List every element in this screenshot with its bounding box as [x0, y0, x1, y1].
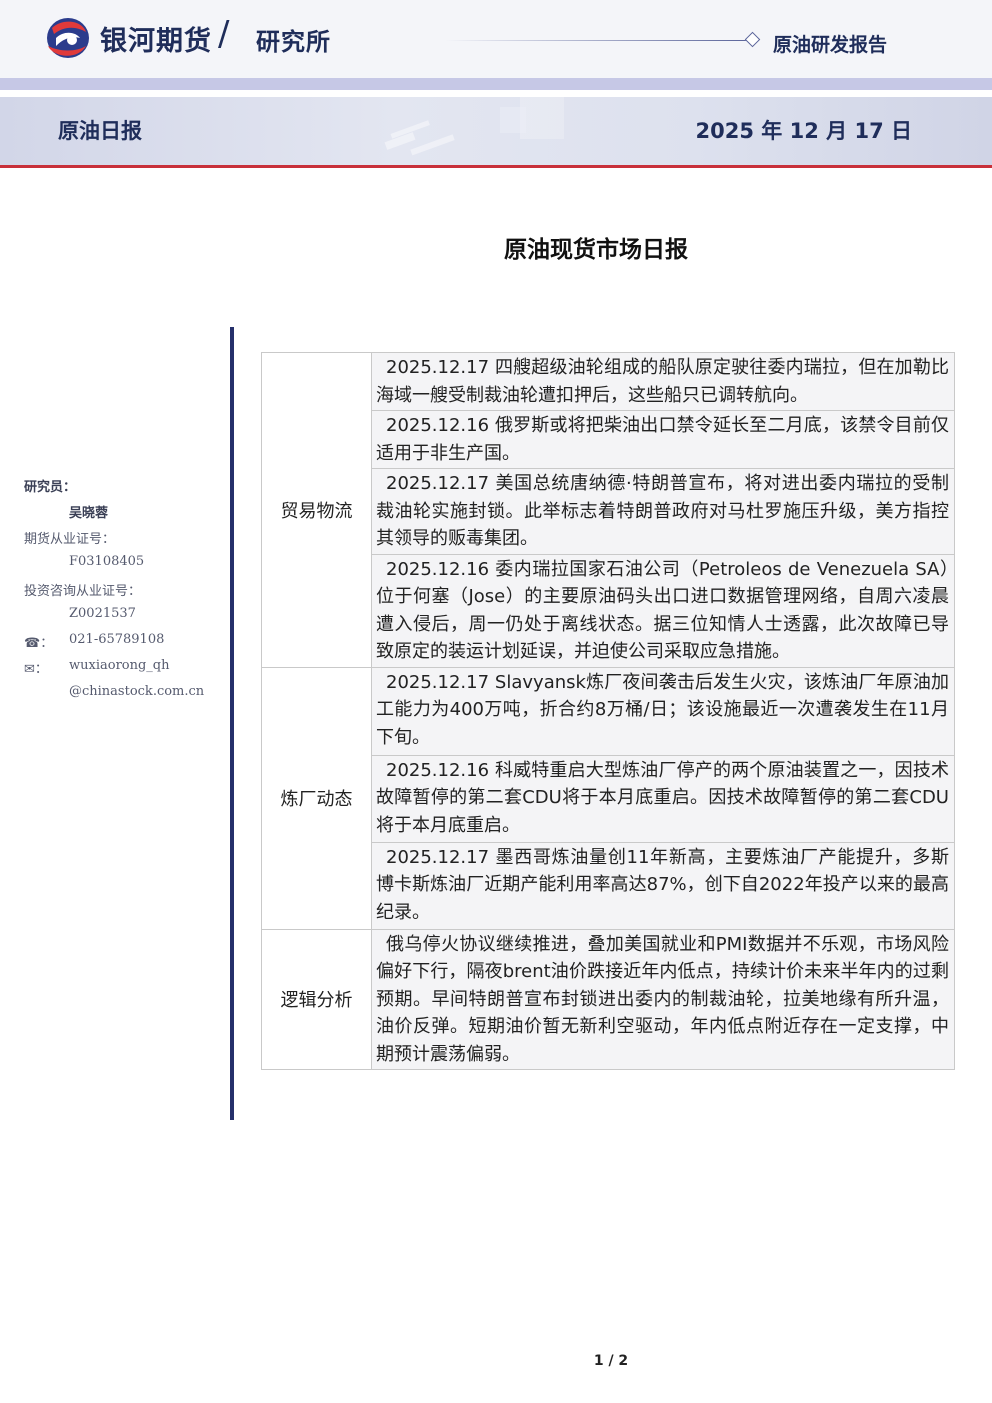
email-domain[interactable]: @chinastock.com.cn	[69, 684, 205, 699]
institute-name: 研究所	[256, 28, 331, 56]
title-band: 原油日报 2025 年 12 月 17 日	[0, 97, 992, 165]
decorative-chart-icon	[384, 97, 564, 156]
researcher-label: 研究员：	[24, 480, 77, 495]
news-item: 2025.12.17 墨西哥炼油量创11年新高，主要炼油厂产能提升，多斯博卡斯炼…	[371, 841, 955, 930]
diamond-icon	[744, 31, 761, 48]
header-rule	[445, 40, 750, 41]
news-item: 2025.12.17 美国总统唐纳德·特朗普宣布，将对进出委内瑞拉的受制裁油轮实…	[371, 468, 955, 555]
table-row: 2025.12.16 俄罗斯或将把柴油出口禁令延长至二月底，该禁令目前仅适用于非…	[262, 410, 955, 469]
news-item: 2025.12.16 科威特重启大型炼油厂停产的两个原油装置之一，因技术故障暂停…	[371, 754, 955, 843]
futures-cert-number: F03108405	[69, 554, 145, 569]
report-date: 2025 年 12 月 17 日	[695, 119, 912, 143]
researcher-name: 吴晓蓉	[69, 506, 109, 521]
brand-name: 银河期货	[100, 26, 212, 57]
phone-number: 021-65789108	[69, 632, 165, 647]
news-item: 2025.12.16 俄罗斯或将把柴油出口禁令延长至二月底，该禁令目前仅适用于非…	[371, 410, 955, 469]
report-type: 原油研发报告	[773, 34, 888, 56]
brand-separator: /	[218, 14, 230, 54]
category-trade-logistics: 贸易物流	[261, 352, 372, 668]
table-row: 贸易物流 2025.12.17 四艘超级油轮组成的船队原定驶往委内瑞拉，但在加勒…	[261, 352, 955, 668]
table-row: 2025.12.17 墨西哥炼油量创11年新高，主要炼油厂产能提升，多斯博卡斯炼…	[262, 841, 955, 930]
news-table: 贸易物流 2025.12.17 四艘超级油轮组成的船队原定驶往委内瑞拉，但在加勒…	[261, 352, 955, 1070]
news-item: 2025.12.17 Slavyansk炼厂夜间袭击后发生火灾，该炼油厂年原油加…	[371, 666, 955, 756]
futures-cert-label: 期货从业证号：	[24, 532, 116, 547]
phone-icon: ☎：	[24, 636, 54, 651]
table-row: 2025.12.16 委内瑞拉国家石油公司（Petroleos de Venez…	[262, 553, 955, 668]
report-header: 银河期货 / 研究所 原油研发报告	[0, 0, 992, 78]
analysis-text: 俄乌停火协议继续推进，叠加美国就业和PMI数据并不乐观，市场风险偏好下行，隔夜b…	[371, 928, 955, 1070]
news-item: 2025.12.16 委内瑞拉国家石油公司（Petroleos de Venez…	[371, 553, 955, 668]
table-row: 炼厂动态 2025.12.17 Slavyansk炼厂夜间袭击后发生火灾，该炼油…	[261, 666, 955, 930]
header-stripe	[0, 78, 992, 90]
table-row: 逻辑分析 俄乌停火协议继续推进，叠加美国就业和PMI数据并不乐观，市场风险偏好下…	[261, 928, 955, 1070]
category-logic-analysis: 逻辑分析	[261, 928, 372, 1070]
category-refinery-news: 炼厂动态	[261, 666, 372, 930]
report-series-title: 原油日报	[58, 119, 142, 143]
advisory-cert-number: Z0021537	[69, 606, 136, 621]
advisory-cert-label: 投资咨询从业证号：	[24, 584, 142, 599]
galaxy-logo-icon	[47, 18, 89, 58]
sidebar-divider	[230, 327, 234, 1120]
table-row: 2025.12.17 美国总统唐纳德·特朗普宣布，将对进出委内瑞拉的受制裁油轮实…	[262, 468, 955, 555]
accent-rule	[0, 165, 992, 168]
email-user[interactable]: wuxiaorong_qh	[69, 658, 170, 673]
table-row: 2025.12.16 科威特重启大型炼油厂停产的两个原油装置之一，因技术故障暂停…	[262, 754, 955, 843]
news-item: 2025.12.17 四艘超级油轮组成的船队原定驶往委内瑞拉，但在加勒比海域一艘…	[371, 352, 955, 411]
page-title: 原油现货市场日报	[504, 237, 688, 263]
email-icon: ✉：	[24, 662, 48, 677]
page-number: 1 / 2	[593, 1353, 629, 1369]
